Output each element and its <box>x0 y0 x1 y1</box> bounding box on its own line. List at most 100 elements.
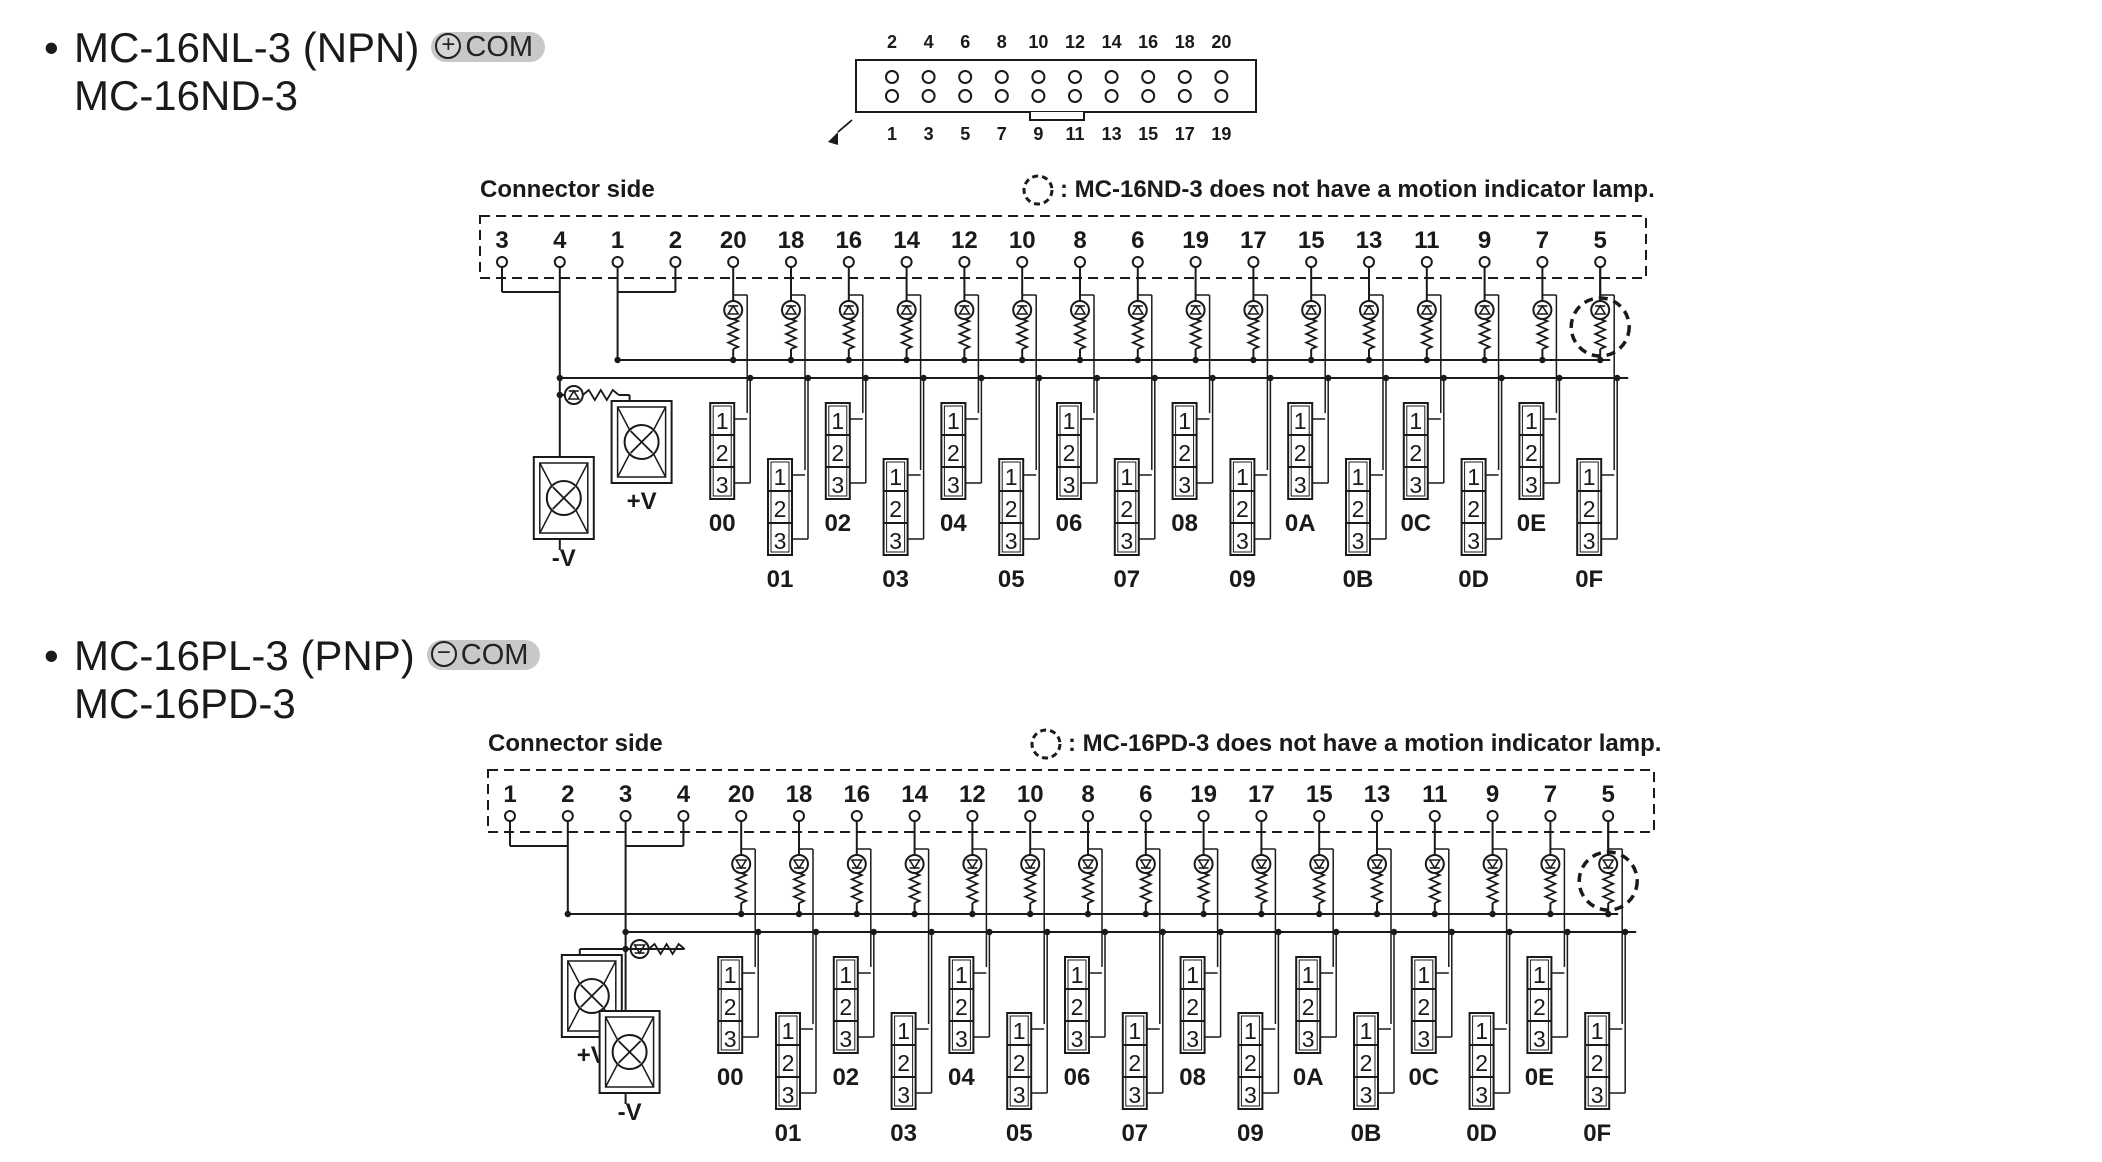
terminal-point <box>1363 256 1375 268</box>
connector-pin-label: 5 <box>960 124 970 144</box>
terminal-number: 16 <box>843 781 870 808</box>
valve-label: 07 <box>1113 566 1140 593</box>
connector-pin-label: 1 <box>887 124 897 144</box>
led-icon <box>1193 854 1214 874</box>
valve-pin-2: 2 <box>1352 496 1365 522</box>
led-icon <box>723 300 744 320</box>
junction-dot <box>1200 910 1207 918</box>
valve-label: 01 <box>775 1120 802 1147</box>
valve-pin-1: 1 <box>1525 408 1538 434</box>
connector-pin-label: 16 <box>1138 32 1158 52</box>
diagonal <box>539 509 553 534</box>
resistor <box>783 318 799 350</box>
dashed-circle-icon <box>1022 174 1054 206</box>
valve-pin-3: 3 <box>1294 472 1307 498</box>
valve-pin-1: 1 <box>897 1018 910 1044</box>
valve-label: 0C <box>1408 1064 1439 1091</box>
resistor <box>648 942 686 956</box>
npn-title-line1: •MC-16NL-3 (NPN)+COM <box>44 24 546 72</box>
valve-connector: 123 <box>824 402 851 500</box>
junction-dot <box>1159 928 1167 936</box>
diagonal <box>652 453 667 478</box>
valve-pin-3: 3 <box>1186 1026 1199 1052</box>
terminal-number: 12 <box>959 781 986 808</box>
valve-pin-3: 3 <box>724 1026 737 1052</box>
terminal-number: 14 <box>901 781 928 808</box>
diagonal <box>575 509 589 534</box>
connector-pin-label: 19 <box>1211 124 1231 144</box>
valve-connector: 123 <box>1179 956 1206 1054</box>
terminal-point <box>1139 810 1152 822</box>
junction-dot <box>1151 374 1159 382</box>
connector-pin-label: 14 <box>1102 32 1122 52</box>
terminal-number: 7 <box>1536 227 1549 254</box>
terminal-point <box>1536 256 1549 268</box>
connector-key <box>1029 112 1085 121</box>
terminal-point <box>793 810 805 822</box>
terminal-number: 13 <box>1356 227 1383 254</box>
diagonal <box>539 462 553 487</box>
pnp-title-line2: MC-16PD-3 <box>74 680 296 727</box>
terminal-point <box>619 810 632 822</box>
terminal-number: 2 <box>669 227 682 254</box>
pin-hole <box>994 70 1009 84</box>
valve-pin-1: 1 <box>1360 1018 1373 1044</box>
valve-pin-2: 2 <box>947 440 960 466</box>
terminal-number: 1 <box>611 227 624 254</box>
terminal-point <box>1428 810 1441 822</box>
valve-connector: 123 <box>1064 956 1090 1054</box>
terminal-number: 18 <box>786 781 813 808</box>
valve-connector: 123 <box>890 1012 917 1110</box>
valve-pin-1: 1 <box>1071 962 1084 988</box>
junction-dot <box>845 356 852 364</box>
valve-pin-2: 2 <box>774 496 787 522</box>
bullet: • <box>44 632 59 679</box>
junction-dot <box>986 928 993 936</box>
valve-pin-3: 3 <box>1063 472 1076 498</box>
junction-dot <box>1440 374 1448 382</box>
junction-dot <box>747 374 754 382</box>
junction-dot <box>1316 910 1323 918</box>
junction-dot <box>556 374 563 382</box>
valve-pin-2: 2 <box>1236 496 1249 522</box>
junction-dot <box>1333 928 1340 936</box>
valve-pin-2: 2 <box>782 1050 795 1076</box>
valve-pin-1: 1 <box>1063 408 1076 434</box>
pnp-title-line1: •MC-16PL-3 (PNP)−COM <box>44 632 541 680</box>
terminal-point <box>1016 256 1029 268</box>
junction-dot <box>1373 910 1381 918</box>
junction-dot <box>1423 356 1431 364</box>
pin-hole <box>958 70 973 84</box>
terminal-point <box>1131 256 1144 268</box>
valve-label: 07 <box>1121 1120 1148 1147</box>
valve-pin-2: 2 <box>1533 994 1546 1020</box>
connector-pin-label: 9 <box>1033 124 1043 144</box>
junction-dot <box>1250 356 1257 364</box>
valve-connector: 123 <box>940 402 967 500</box>
pin-hole <box>1031 70 1046 84</box>
terminal-number: 12 <box>951 227 978 254</box>
pin-hole <box>1031 89 1046 103</box>
junction-dot <box>1192 356 1199 364</box>
junction-dot <box>1382 374 1390 382</box>
no-lamp-dashed-circle-icon <box>1569 296 1631 358</box>
resistor <box>1485 872 1500 904</box>
connector-pin-label: 13 <box>1102 124 1122 144</box>
terminal-point <box>958 256 971 268</box>
valve-pin-1: 1 <box>831 408 844 434</box>
valve-connector: 123 <box>948 956 975 1054</box>
cross <box>552 486 576 510</box>
pin-hole <box>994 89 1009 103</box>
resistor <box>841 318 857 350</box>
valve-pin-1: 1 <box>1244 1018 1257 1044</box>
valve-pin-3: 3 <box>1120 528 1133 554</box>
terminal-point <box>1313 810 1326 822</box>
valve-pin-1: 1 <box>947 408 960 434</box>
pin-hole <box>885 89 899 103</box>
terminal-number: 11 <box>1422 781 1447 808</box>
led-icon <box>789 854 809 874</box>
junction-dot <box>928 928 935 936</box>
junction-dot <box>1044 928 1051 936</box>
terminal-point <box>1305 256 1318 268</box>
terminal-number: 5 <box>1602 781 1615 808</box>
